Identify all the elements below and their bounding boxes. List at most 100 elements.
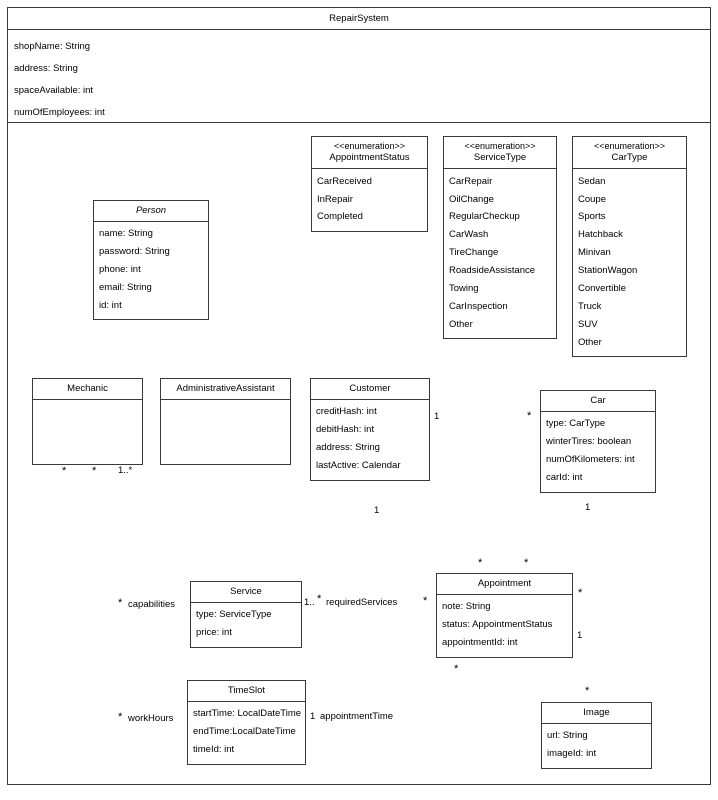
class-name: Appointment [477, 578, 532, 589]
attribute-row: imageId: int [547, 748, 597, 760]
enum-name: CarType [611, 152, 648, 164]
class-attributes: url: String imageId: int [542, 724, 651, 768]
attribute-row: debitHash: int [316, 424, 375, 436]
class-service[interactable]: Service type: ServiceType price: int [190, 581, 302, 648]
class-name: Mechanic [67, 383, 108, 394]
class-header: Appointment [437, 574, 572, 595]
class-header: Service [191, 582, 301, 603]
enum-literal: Completed [317, 211, 363, 223]
enum-literal: Other [449, 319, 473, 330]
class-header: Person [94, 201, 208, 222]
class-header: Customer [311, 379, 429, 400]
class-header: Image [542, 703, 651, 724]
multiplicity-car-appointment-source: 1 [585, 502, 591, 513]
attribute-row: status: AppointmentStatus [442, 619, 553, 631]
attribute-row: endTime:LocalDateTime [193, 726, 296, 738]
enum-car-type[interactable]: <<enumeration>> CarType Sedan Coupe Spor… [572, 136, 687, 358]
repair-system-attributes: shopName: String address: String spaceAv… [8, 30, 710, 123]
class-attributes: name: String password: String phone: int… [94, 222, 208, 320]
multiplicity-service-appointment-source-star: * [317, 593, 322, 605]
class-name: TimeSlot [227, 685, 266, 696]
attribute-row: appointmentId: int [442, 637, 518, 649]
attribute-row: password: String [99, 246, 170, 258]
attribute-row: address: String [14, 62, 78, 74]
class-image[interactable]: Image url: String imageId: int [541, 702, 652, 769]
multiplicity-mechanic-appointment-target: * [524, 557, 529, 569]
multiplicity-mechanic-timeslot-target: * [118, 711, 123, 723]
attribute-row: id: int [99, 300, 122, 312]
multiplicity-mechanic-service-source: * [92, 465, 97, 477]
class-header: AdministrativeAssistant [161, 379, 290, 400]
class-timeslot[interactable]: TimeSlot startTime: LocalDateTime endTim… [187, 680, 306, 765]
rolename-appointmenttime: appointmentTime [320, 711, 394, 722]
enum-literal: Sedan [578, 175, 606, 187]
enum-header: <<enumeration>> CarType [573, 137, 686, 170]
enum-literal: Towing [449, 283, 479, 295]
class-header: TimeSlot [188, 681, 305, 702]
attribute-row: phone: int [99, 264, 141, 276]
class-header: Mechanic [33, 379, 142, 400]
repair-system-title: RepairSystem [8, 8, 710, 30]
multiplicity-mechanic-appointment-source: 1..* [118, 465, 133, 476]
attribute-row: type: ServiceType [196, 609, 272, 621]
enum-literal: Sports [578, 211, 606, 223]
enum-literal: Minivan [578, 247, 611, 259]
multiplicity-timeslot-appointment-target: * [454, 663, 459, 675]
enum-literal: CarReceived [317, 175, 372, 187]
enum-name: ServiceType [473, 152, 527, 164]
class-administrative-assistant[interactable]: AdministrativeAssistant [160, 378, 291, 465]
class-attributes: creditHash: int debitHash: int address: … [311, 400, 429, 480]
attribute-row: address: String [316, 442, 380, 454]
attribute-row: price: int [196, 627, 232, 639]
attribute-row: timeId: int [193, 744, 235, 756]
class-appointment[interactable]: Appointment note: String status: Appoint… [436, 573, 573, 658]
enum-service-type[interactable]: <<enumeration>> ServiceType CarRepair Oi… [443, 136, 557, 340]
multiplicity-car-appointment-target: * [578, 587, 583, 599]
attribute-row: url: String [547, 730, 588, 742]
enum-literal: SUV [578, 319, 598, 330]
attribute-row: name: String [99, 228, 153, 240]
enum-literal: StationWagon [578, 265, 638, 277]
class-name: Image [583, 707, 610, 718]
attribute-row: numOfKilometers: int [546, 454, 635, 466]
multiplicity-customer-car-source: 1 [434, 411, 440, 422]
enum-header: <<enumeration>> ServiceType [444, 137, 556, 170]
attribute-row: note: String [442, 601, 491, 613]
attribute-row: spaceAvailable: int [14, 84, 94, 96]
class-customer[interactable]: Customer creditHash: int debitHash: int … [310, 378, 430, 481]
multiplicity-customer-appointment-target: * [478, 557, 483, 569]
multiplicity-service-appointment-source: 1.. [304, 597, 315, 608]
enum-literal: TireChange [449, 247, 499, 259]
class-mechanic[interactable]: Mechanic [32, 378, 143, 465]
class-car[interactable]: Car type: CarType winterTires: boolean n… [540, 390, 656, 493]
class-attributes: type: ServiceType price: int [191, 603, 301, 647]
attribute-row: email: String [99, 282, 152, 294]
attribute-row: startTime: LocalDateTime [193, 708, 302, 720]
class-name: Person [135, 205, 167, 216]
enum-literals: CarReceived InRepair Completed [312, 169, 427, 231]
class-name: Service [230, 586, 262, 597]
class-name: AdministrativeAssistant [176, 383, 275, 394]
attribute-row: winterTires: boolean [546, 436, 632, 448]
enum-literal: Coupe [578, 193, 606, 205]
class-attributes: note: String status: AppointmentStatus a… [437, 595, 572, 657]
multiplicity-mechanic-service-target: * [118, 597, 123, 609]
attribute-row: carId: int [546, 472, 583, 484]
enum-literal: Truck [578, 301, 602, 313]
multiplicity-customer-car-target: * [527, 410, 532, 422]
enum-appointment-status[interactable]: <<enumeration>> AppointmentStatus CarRec… [311, 136, 428, 232]
stereotype-label: <<enumeration>> [333, 141, 406, 151]
enum-literal: Convertible [578, 283, 627, 295]
multiplicity-appointment-image-target: * [585, 685, 590, 697]
stereotype-label: <<enumeration>> [593, 141, 666, 151]
multiplicity-mechanic-timeslot-source: * [62, 465, 67, 477]
enum-literal: CarRepair [449, 175, 493, 187]
class-person[interactable]: Person name: String password: String pho… [93, 200, 209, 321]
enum-literal: OilChange [449, 193, 494, 205]
class-attributes: startTime: LocalDateTime endTime:LocalDa… [188, 702, 305, 764]
enum-literal: CarWash [449, 229, 489, 241]
enum-literal: InRepair [317, 193, 353, 205]
enum-literals: CarRepair OilChange RegularCheckup CarWa… [444, 169, 556, 338]
class-name: Customer [349, 383, 391, 394]
